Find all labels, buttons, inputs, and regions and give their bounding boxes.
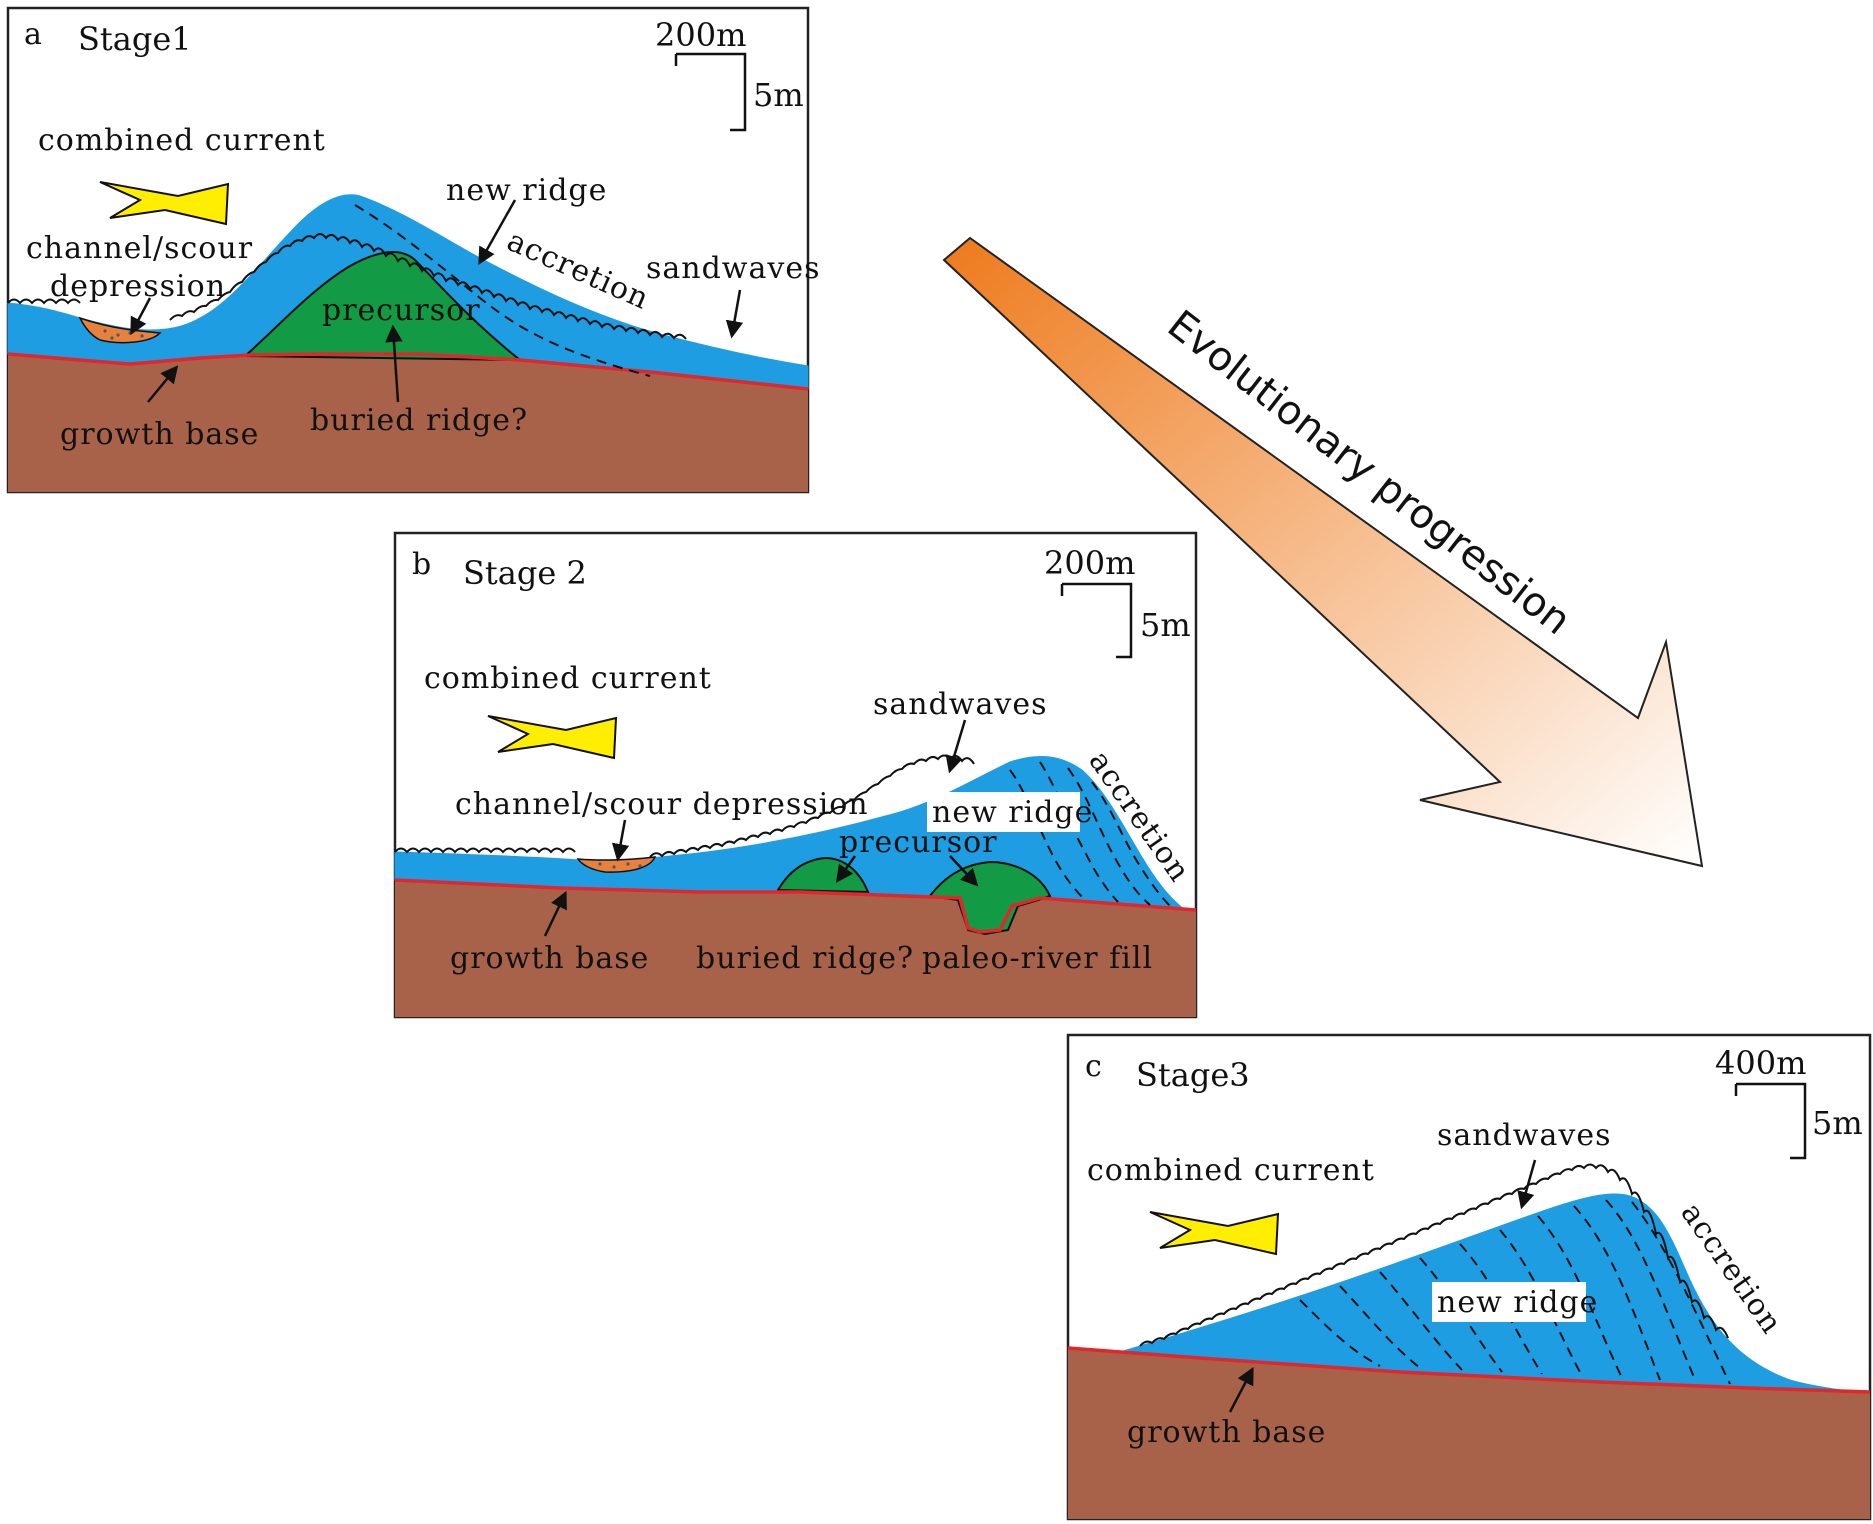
panel-c-growth-base-label: growth base xyxy=(1127,1415,1326,1450)
panel-b-pointer-scour xyxy=(611,819,630,862)
panel-c-scale-vertical: 5m xyxy=(1812,1104,1863,1142)
panel-c-sandwaves-surface xyxy=(1139,1163,1729,1347)
panel-b-combined-current-label: combined current xyxy=(424,661,712,696)
panel-a-scour-dots xyxy=(103,329,144,340)
panel-c-pointer-sandwaves xyxy=(1517,1159,1537,1210)
panel-c-ground xyxy=(1068,1348,1870,1519)
panel-b-paleo-river-fill-label: paleo-river fill xyxy=(922,941,1153,976)
panel-c-combined-current-arrow xyxy=(1149,1211,1280,1256)
panel-a-title: Stage1 xyxy=(78,20,192,58)
panel-a-ground xyxy=(8,354,808,492)
panel-a-sandwaves-label: sandwaves xyxy=(646,251,820,286)
panel-c-new-ridge-box xyxy=(1432,1282,1586,1322)
panel-b: b Stage 2 200m 5m combined current sandw… xyxy=(393,531,1198,1019)
panel-a-buried-ridge-label: buried ridge? xyxy=(310,403,528,438)
panel-b-scale-vertical: 5m xyxy=(1140,606,1191,644)
panel-b-ground xyxy=(395,880,1196,1017)
panel-c-growth-base-line xyxy=(1067,1346,1871,1394)
panel-a-accretion-layer xyxy=(354,204,651,377)
panel-a-depression-label: depression xyxy=(50,269,226,304)
panel-a-combined-current-arrow xyxy=(99,181,230,226)
panel-a-growth-base-label: growth base xyxy=(60,417,259,452)
panel-b-growth-base-line xyxy=(394,878,1197,934)
progression-arrow-shape xyxy=(942,236,1704,868)
panel-b-scale-horizontal: 200m xyxy=(1044,544,1135,582)
panel-b-sandwaves-surface xyxy=(394,754,975,858)
panel-c-sandwaves-label: sandwaves xyxy=(1437,1118,1611,1153)
panel-c-scale-bar xyxy=(1734,1082,1807,1160)
panel-a-precursor xyxy=(242,251,523,362)
panel-b-precursor-label: precursor xyxy=(839,825,998,860)
panel-a-pointer-new-ridge xyxy=(478,199,517,266)
panel-a-tag: a xyxy=(24,17,42,52)
panel-b-growth-base-label: growth base xyxy=(450,941,649,976)
panel-b-pointer-growth-base xyxy=(543,890,567,937)
panel-a-pointer-scour xyxy=(130,297,152,336)
panel-b-tag: b xyxy=(412,547,431,582)
panel-c-tag: c xyxy=(1085,1049,1102,1084)
panel-b-new-ridge-label: new ridge xyxy=(932,795,1093,830)
panel-b-pointer-sandwaves xyxy=(945,719,967,774)
panel-a: a Stage1 200m 5m combined current new ri… xyxy=(6,6,820,494)
panel-c-combined-current-label: combined current xyxy=(1087,1153,1375,1188)
panel-a-growth-base-line xyxy=(7,352,809,391)
panel-a-pointer-sandwaves xyxy=(725,289,744,339)
panel-b-title: Stage 2 xyxy=(463,554,587,592)
panel-b-pointer-precursor-left xyxy=(835,855,857,883)
panel-b-new-ridge-box xyxy=(927,792,1080,832)
panel-b-combined-current-arrow xyxy=(487,715,618,760)
panel-a-sandwaves-surface xyxy=(7,233,687,340)
panel-c-new-ridge-label: new ridge xyxy=(1437,1285,1598,1320)
panel-b-accretion-layers xyxy=(1009,761,1173,909)
panel-a-precursor-label: precursor xyxy=(322,293,481,328)
panel-b-buried-ridge-label: buried ridge? xyxy=(696,941,914,976)
panel-b-pointer-precursor-right xyxy=(949,855,979,887)
panel-b-scale-bar xyxy=(1060,582,1133,659)
panel-b-channel-scour-label: channel/scour depression xyxy=(455,787,869,822)
panel-c-pointer-growth-base xyxy=(1228,1366,1254,1413)
panel-a-scale-vertical: 5m xyxy=(753,76,804,114)
panel-a-pointer-buried-ridge xyxy=(385,324,403,403)
panel-a-combined-current-label: combined current xyxy=(38,123,326,158)
panel-c-title: Stage3 xyxy=(1136,1056,1250,1094)
panel-b-sandwaves-label: sandwaves xyxy=(873,687,1047,722)
panel-a-channel-scour-label: channel/scour xyxy=(26,231,253,266)
panel-a-pointer-growth-base xyxy=(147,365,179,403)
panel-a-new-ridge-label: new ridge xyxy=(446,173,607,208)
panel-a-scour-fill xyxy=(78,316,162,344)
panel-a-scale-horizontal: 200m xyxy=(655,16,746,54)
panel-a-scale-bar xyxy=(674,52,747,132)
panel-c: c Stage3 400m 5m sandwaves combined curr… xyxy=(1066,1033,1872,1521)
panel-b-precursor-right xyxy=(928,860,1052,936)
panel-c-scale-horizontal: 400m xyxy=(1715,1044,1806,1082)
panel-b-scour-dots xyxy=(598,862,642,869)
